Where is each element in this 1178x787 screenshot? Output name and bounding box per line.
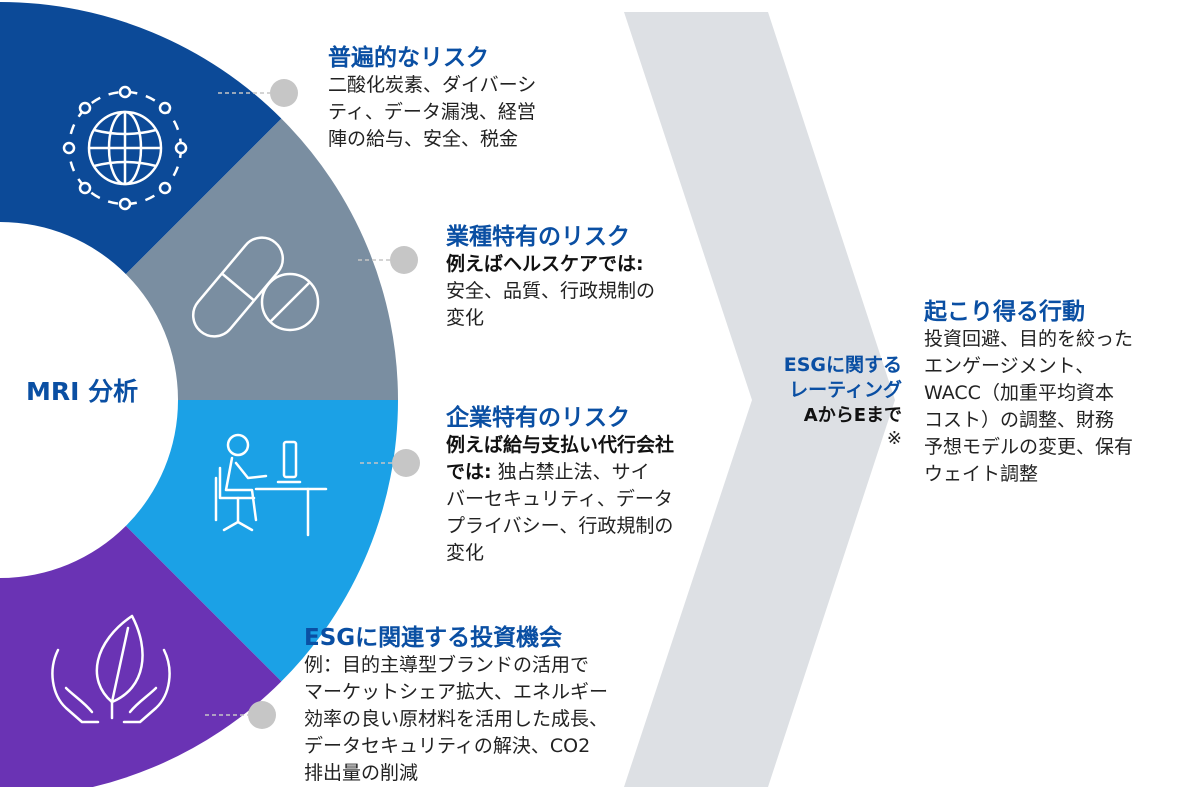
pills-icon bbox=[191, 236, 320, 338]
person-at-desk-icon bbox=[214, 433, 328, 537]
connector-dot-2 bbox=[390, 246, 418, 274]
company-risk-block: 企業特有のリスク 例えば給与支払い代行会社 では: 独占禁止法、サイ バーセキュ… bbox=[446, 404, 746, 567]
connector-dot-1 bbox=[270, 79, 298, 107]
action-block: 起こり得る行動 投資回避、目的を絞った エンゲージメント、 WACC（加重平均資… bbox=[924, 298, 1174, 488]
center-label: MRI 分析 bbox=[26, 377, 139, 406]
connector-dot-3 bbox=[392, 449, 420, 477]
opportunity-title: ESGに関連する投資機会 bbox=[304, 625, 563, 651]
ring-segment-company bbox=[125, 400, 399, 682]
industry-risk-title: 業種特有のリスク bbox=[446, 224, 630, 250]
ring-segment-industry bbox=[125, 118, 399, 400]
globe-network-icon bbox=[62, 85, 188, 211]
ring-segment-opportunity bbox=[0, 525, 282, 787]
connector-dot-4 bbox=[248, 701, 276, 729]
universal-risk-body: 二酸化炭素、ダイバーシ ティ、データ漏洩、経営 陣の給与、安全、税金 bbox=[328, 74, 537, 150]
industry-risk-body: 安全、品質、行政規制の 変化 bbox=[446, 280, 656, 329]
company-risk-body: 独占禁止法、サイ バーセキュリティ、データ プライバシー、行政規制の 変化 bbox=[446, 461, 674, 564]
action-title: 起こり得る行動 bbox=[924, 299, 1085, 325]
action-body: 投資回避、目的を絞った エンゲージメント、 WACC（加重平均資本 コスト）の調… bbox=[924, 328, 1134, 485]
esg-rating-note: ※ bbox=[886, 428, 902, 449]
opportunity-block: ESGに関連する投資機会 例：目的主導型ブランドの活用で マーケットシェア拡大、… bbox=[304, 624, 674, 787]
company-risk-subtitle: 例えば給与支払い代行会社 では: bbox=[446, 434, 675, 483]
opportunity-body: 例：目的主導型ブランドの活用で マーケットシェア拡大、エネルギー 効率の良い原材… bbox=[304, 654, 609, 784]
universal-risk-block: 普遍的なリスク 二酸化炭素、ダイバーシ ティ、データ漏洩、経営 陣の給与、安全、… bbox=[328, 44, 588, 153]
universal-risk-title: 普遍的なリスク bbox=[328, 45, 489, 71]
hands-leaf-icon bbox=[51, 614, 171, 724]
esg-rating-title: ESGに関する レーティング bbox=[783, 354, 902, 401]
esg-rating-scale: AからEまで bbox=[803, 405, 902, 426]
esg-rating-block: ESGに関する レーティング AからEまで ※ bbox=[740, 353, 902, 450]
chevron-arrow bbox=[624, 12, 895, 787]
company-risk-title: 企業特有のリスク bbox=[446, 405, 630, 431]
industry-risk-block: 業種特有のリスク 例えばヘルスケアでは: 安全、品質、行政規制の 変化 bbox=[446, 223, 726, 332]
industry-risk-subtitle: 例えばヘルスケアでは: bbox=[446, 253, 644, 275]
